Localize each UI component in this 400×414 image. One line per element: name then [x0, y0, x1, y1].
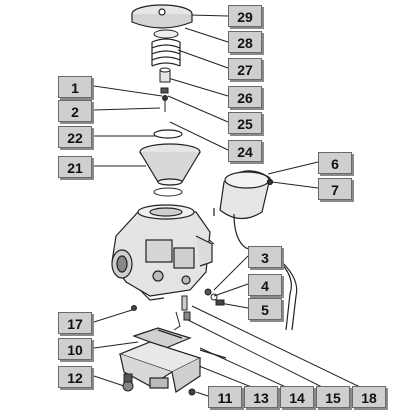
callout-4: 4: [248, 274, 282, 296]
carburetor-body: [111, 204, 213, 301]
callout-2: 2: [58, 100, 92, 122]
leader-24: [169, 121, 229, 151]
part-11-screw: [188, 388, 196, 396]
callout-15: 15: [316, 386, 350, 408]
leader-4: [213, 283, 249, 297]
leader-17: [93, 309, 133, 323]
callout-18: 18: [352, 386, 386, 408]
part-13-float-bowl: [118, 341, 227, 393]
part-3-4-5-screws: [204, 288, 225, 306]
leader-29: [189, 14, 229, 17]
callout-5: 5: [248, 298, 282, 320]
callout-22: 22: [58, 126, 92, 148]
leader-15: [187, 319, 325, 389]
callout-14: 14: [280, 386, 314, 408]
leader-2: [93, 107, 161, 111]
part-21-diaphragm-slide: [139, 143, 201, 186]
leader-1: [93, 85, 163, 97]
callout-21: 21: [58, 156, 92, 178]
callout-7: 7: [318, 178, 352, 200]
part-22-o-ring: [153, 129, 183, 139]
leader-12: [93, 375, 125, 387]
leader-25: [167, 95, 229, 123]
part-12-drain-screw: [122, 373, 134, 392]
leader-6: [267, 161, 319, 175]
callout-3: 3: [248, 246, 282, 268]
callout-26: 26: [228, 86, 262, 108]
leader-5: [219, 302, 249, 309]
leader-27: [177, 49, 229, 69]
part-27-spring: [151, 38, 181, 67]
callout-28: 28: [228, 31, 262, 53]
callout-25: 25: [228, 112, 262, 134]
part-15-18-jets: [173, 295, 191, 331]
leader-7: [271, 181, 319, 189]
callout-6: 6: [318, 152, 352, 174]
part-25-needle-clip: [160, 87, 169, 112]
callout-27: 27: [228, 58, 262, 80]
leader-10: [93, 341, 139, 349]
callout-17: 17: [58, 312, 92, 334]
part-6-auto-choke: [213, 170, 277, 259]
callout-12: 12: [58, 366, 92, 388]
callout-1: 1: [58, 76, 92, 98]
callout-24: 24: [228, 140, 262, 162]
part-26-needle-retainer: [159, 67, 171, 83]
callout-13: 13: [244, 386, 278, 408]
leader-18: [191, 305, 363, 389]
leader-26: [167, 77, 229, 97]
part-17-screw: [131, 305, 137, 311]
leader-3: [213, 255, 249, 291]
part-lower-o-ring: [153, 187, 183, 197]
part-28-spring-seat: [153, 29, 179, 39]
part-29-top-cover: [131, 4, 193, 29]
callout-10: 10: [58, 338, 92, 360]
leader-11: [195, 391, 209, 397]
leader-28: [184, 27, 229, 43]
callout-29: 29: [228, 5, 262, 27]
callout-11: 11: [208, 386, 242, 408]
